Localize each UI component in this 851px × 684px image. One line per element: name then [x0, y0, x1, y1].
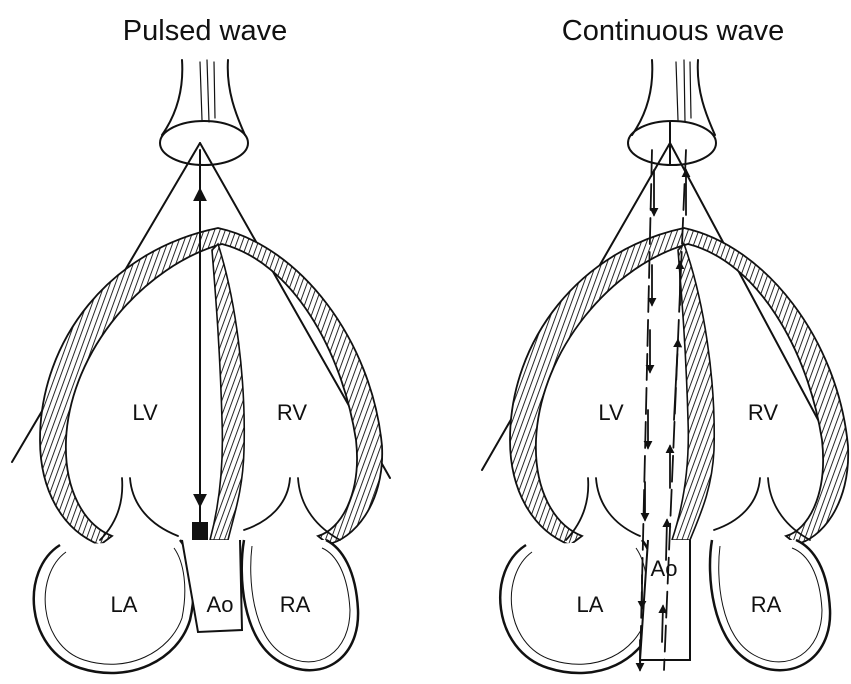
pulsed-label-lv: LV [132, 400, 158, 425]
continuous-septum [672, 244, 714, 540]
continuous-label-la: LA [577, 592, 604, 617]
continuous-label-ra: RA [751, 592, 782, 617]
pulsed-label-ao: Ao [207, 592, 234, 617]
pulsed-myocardium [40, 228, 382, 545]
pulsed-septum [210, 244, 244, 540]
continuous-label-lv: LV [598, 400, 624, 425]
continuous-label-rv: RV [748, 400, 778, 425]
continuous-wave-panel: Continuous wave [482, 15, 848, 673]
continuous-label-ao: Ao [651, 556, 678, 581]
continuous-wave-title: Continuous wave [562, 15, 784, 47]
pulsed-label-rv: RV [277, 400, 307, 425]
pulsed-doppler-line [192, 150, 208, 540]
sample-volume-gate [192, 522, 208, 540]
continuous-transducer [628, 60, 716, 165]
pulsed-wave-title: Pulsed wave [123, 15, 287, 47]
pulsed-wave-panel: Pulsed wave [12, 15, 390, 673]
pulsed-label-la: LA [111, 592, 138, 617]
pulsed-label-ra: RA [280, 592, 311, 617]
